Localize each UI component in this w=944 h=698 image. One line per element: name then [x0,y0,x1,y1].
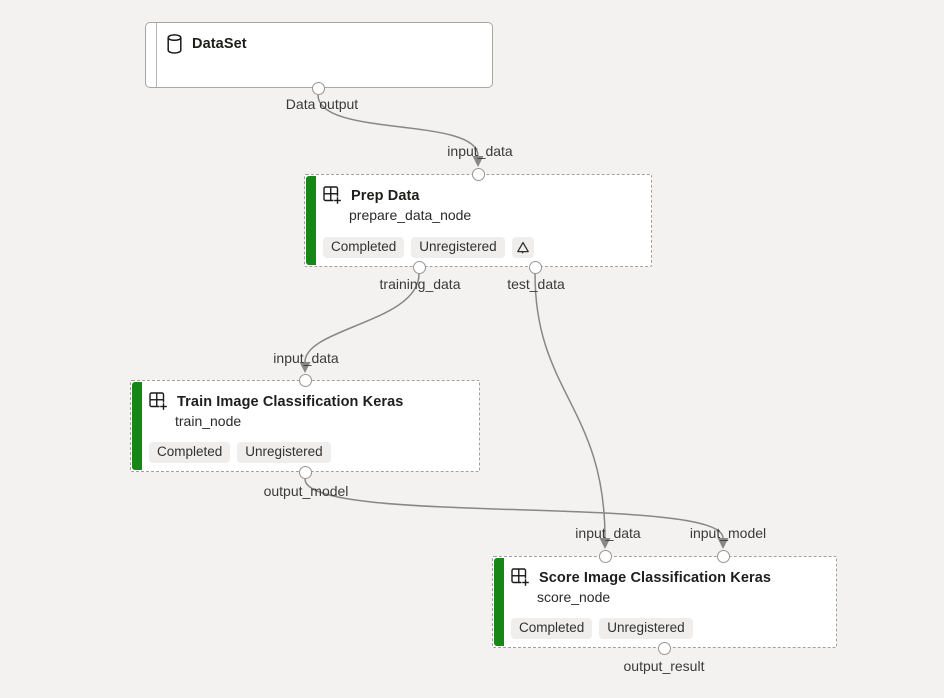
port-score-input-model[interactable] [716,549,730,563]
status-badge-completed: Completed [511,618,593,639]
edge-trainingdata-to-train[interactable] [299,273,420,373]
node-left-strip [146,23,157,87]
port-train-input-data[interactable] [298,373,312,387]
edge-testdata-to-score[interactable] [534,273,611,549]
node-title: Train Image Classification Keras [177,393,404,410]
edge-outputmodel-to-score[interactable] [304,478,729,549]
status-accent-bar [306,176,316,265]
port-label-score-input-model: input_model [689,525,767,541]
node-title: Prep Data [351,187,420,204]
registration-badge-unregistered: Unregistered [599,618,693,639]
port-label-training-data: training_data [379,276,461,292]
node-prep-data[interactable]: Prep Data prepare_data_node Completed Un… [304,174,652,267]
port-dataset-output[interactable] [311,81,325,95]
status-badge-completed: Completed [149,442,231,463]
node-subtitle: train_node [175,413,242,429]
status-accent-bar [494,558,504,646]
port-label-score-input-data: input_data [575,525,641,541]
port-label-output-model: output_model [263,483,349,499]
port-train-output-model[interactable] [298,465,312,479]
edge-dataset-to-prep[interactable] [317,94,484,167]
port-label-prep-input-data: input_data [447,143,513,159]
port-label-train-input-data: input_data [273,350,339,366]
port-score-input-data[interactable] [598,549,612,563]
component-icon [511,568,530,587]
status-badge-completed: Completed [323,237,405,258]
port-prep-input-data[interactable] [471,167,485,181]
registration-badge-unregistered: Unregistered [411,237,505,258]
port-label-data-output: Data output [285,96,359,112]
port-score-output-result[interactable] [657,641,671,655]
edge-arrowhead [299,362,311,373]
node-dataset[interactable]: DataSet [145,22,493,88]
node-subtitle: score_node [537,589,611,605]
port-label-test-data: test_data [507,276,565,292]
component-icon [323,186,342,205]
node-subtitle: prepare_data_node [349,207,472,223]
database-icon [166,34,183,54]
reuse-icon [511,237,534,258]
node-title: Score Image Classification Keras [539,569,772,586]
node-title: DataSet [192,36,247,52]
status-accent-bar [132,382,142,470]
edge-arrowhead [599,538,611,549]
port-prep-test-data[interactable] [528,260,542,274]
registration-badge-unregistered: Unregistered [237,442,331,463]
node-score[interactable]: Score Image Classification Keras score_n… [492,556,837,648]
edge-arrowhead [472,156,484,167]
component-icon [149,392,168,411]
port-label-output-result: output_result [623,658,705,674]
port-prep-training-data[interactable] [412,260,426,274]
edge-arrowhead [717,538,729,549]
node-train[interactable]: Train Image Classification Keras train_n… [130,380,480,472]
